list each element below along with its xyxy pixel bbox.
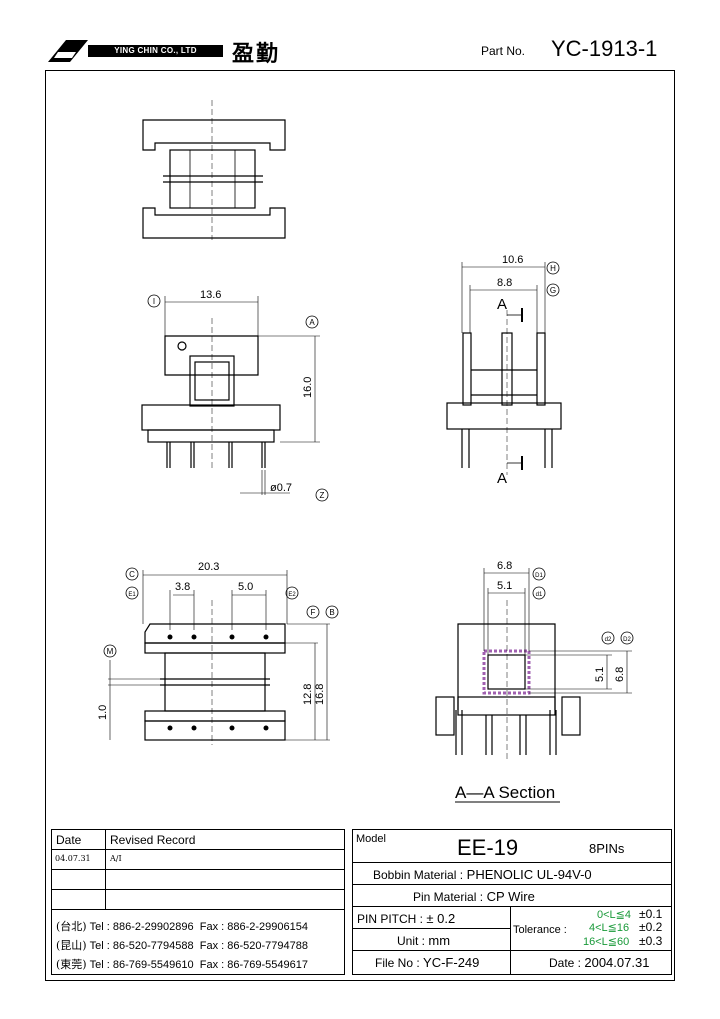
ref-c: C <box>129 570 135 579</box>
ref-m: M <box>107 647 114 656</box>
revision-row-empty <box>52 870 106 890</box>
ref-D2: D2 <box>623 637 631 643</box>
drawing-frame <box>45 70 675 981</box>
ref-h: H <box>550 264 556 273</box>
model-row: Model EE-19 8PINs <box>353 830 671 863</box>
dim-6-8-vertical: 6.8 <box>614 667 626 682</box>
pin-pitch-cell: PIN PITCH : ± 0.2 <box>353 907 511 929</box>
dim-5-0: 5.0 <box>238 581 253 593</box>
contact-dongguan: (東莞) Tel : 86-769-5549610 Fax : 86-769-5… <box>56 958 308 971</box>
tolerance-cell: Tolerance : 0<L≦4 ±0.1 4<L≦16 ±0.2 16<L≦… <box>511 907 671 951</box>
company-name-en: YING CHIN CO., LTD <box>88 45 223 57</box>
revision-date-header: Date <box>52 830 106 850</box>
ref-d2: d2 <box>605 637 612 643</box>
ref-g: G <box>550 286 556 295</box>
revision-record-header: Revised Record <box>106 830 344 850</box>
ref-i: I <box>153 297 155 306</box>
dim-13-6: 13.6 <box>200 289 221 301</box>
contact-kunshan: (昆山) Tel : 86-520-7794588 Fax : 86-520-7… <box>56 939 308 952</box>
revision-row-empty <box>106 870 344 890</box>
model-value: EE-19 <box>457 835 519 860</box>
unit-cell: Unit : mm <box>353 929 511 951</box>
section-mark-a-top: A <box>497 296 507 313</box>
dim-16-0: 16.0 <box>302 377 314 398</box>
dim-1-0: 1.0 <box>97 705 109 720</box>
ref-e1: E1 <box>128 592 136 598</box>
dim-20-3: 20.3 <box>198 561 219 573</box>
company-name-cn: 盈勤 <box>232 41 281 67</box>
dim-5-1: 5.1 <box>497 580 512 592</box>
date-cell: Date : 2004.07.31 <box>549 955 650 970</box>
section-title: A—A Section <box>455 783 555 802</box>
bobbin-material-row: Bobbin Material : PHENOLIC UL-94V-0 <box>353 863 671 885</box>
pin-material-row: Pin Material : CP Wire <box>353 885 671 907</box>
dim-8-8: 8.8 <box>497 277 512 289</box>
revision-row-empty <box>52 890 106 910</box>
dim-6-8: 6.8 <box>497 560 512 572</box>
dim-10-6: 10.6 <box>502 254 523 266</box>
revision-table: Date Revised Record 04.07.31 A/I (台北) Te… <box>51 829 345 975</box>
dim-5-1-vertical: 5.1 <box>594 667 606 682</box>
ref-e2: E2 <box>288 592 296 598</box>
part-no-label: Part No. <box>481 44 526 58</box>
ref-b: B <box>329 608 334 617</box>
pins-count: 8PINs <box>589 841 625 856</box>
revision-row-record: A/I <box>106 850 344 870</box>
ref-d1: d1 <box>536 592 543 598</box>
spec-table: Model EE-19 8PINs Bobbin Material : PHEN… <box>352 829 672 975</box>
ref-z: Z <box>320 491 325 500</box>
dim-phi-0-7: ø0.7 <box>270 482 292 494</box>
dim-16-8: 16.8 <box>314 684 326 705</box>
company-logo-icon <box>48 40 88 62</box>
ref-D1: D1 <box>535 573 543 579</box>
part-no: YC-1913-1 <box>551 36 658 61</box>
dim-3-8: 3.8 <box>175 581 190 593</box>
section-mark-a-bottom: A <box>497 470 507 487</box>
dim-12-8: 12.8 <box>302 684 314 705</box>
revision-row-empty <box>106 890 344 910</box>
file-no-cell: File No : YC-F-249 <box>353 951 511 974</box>
contact-taipei: (台北) Tel : 886-2-29902896 Fax : 886-2-29… <box>56 920 308 933</box>
ref-a: A <box>309 318 315 327</box>
revision-row-date: 04.07.31 <box>52 850 106 870</box>
ref-f: F <box>311 608 316 617</box>
